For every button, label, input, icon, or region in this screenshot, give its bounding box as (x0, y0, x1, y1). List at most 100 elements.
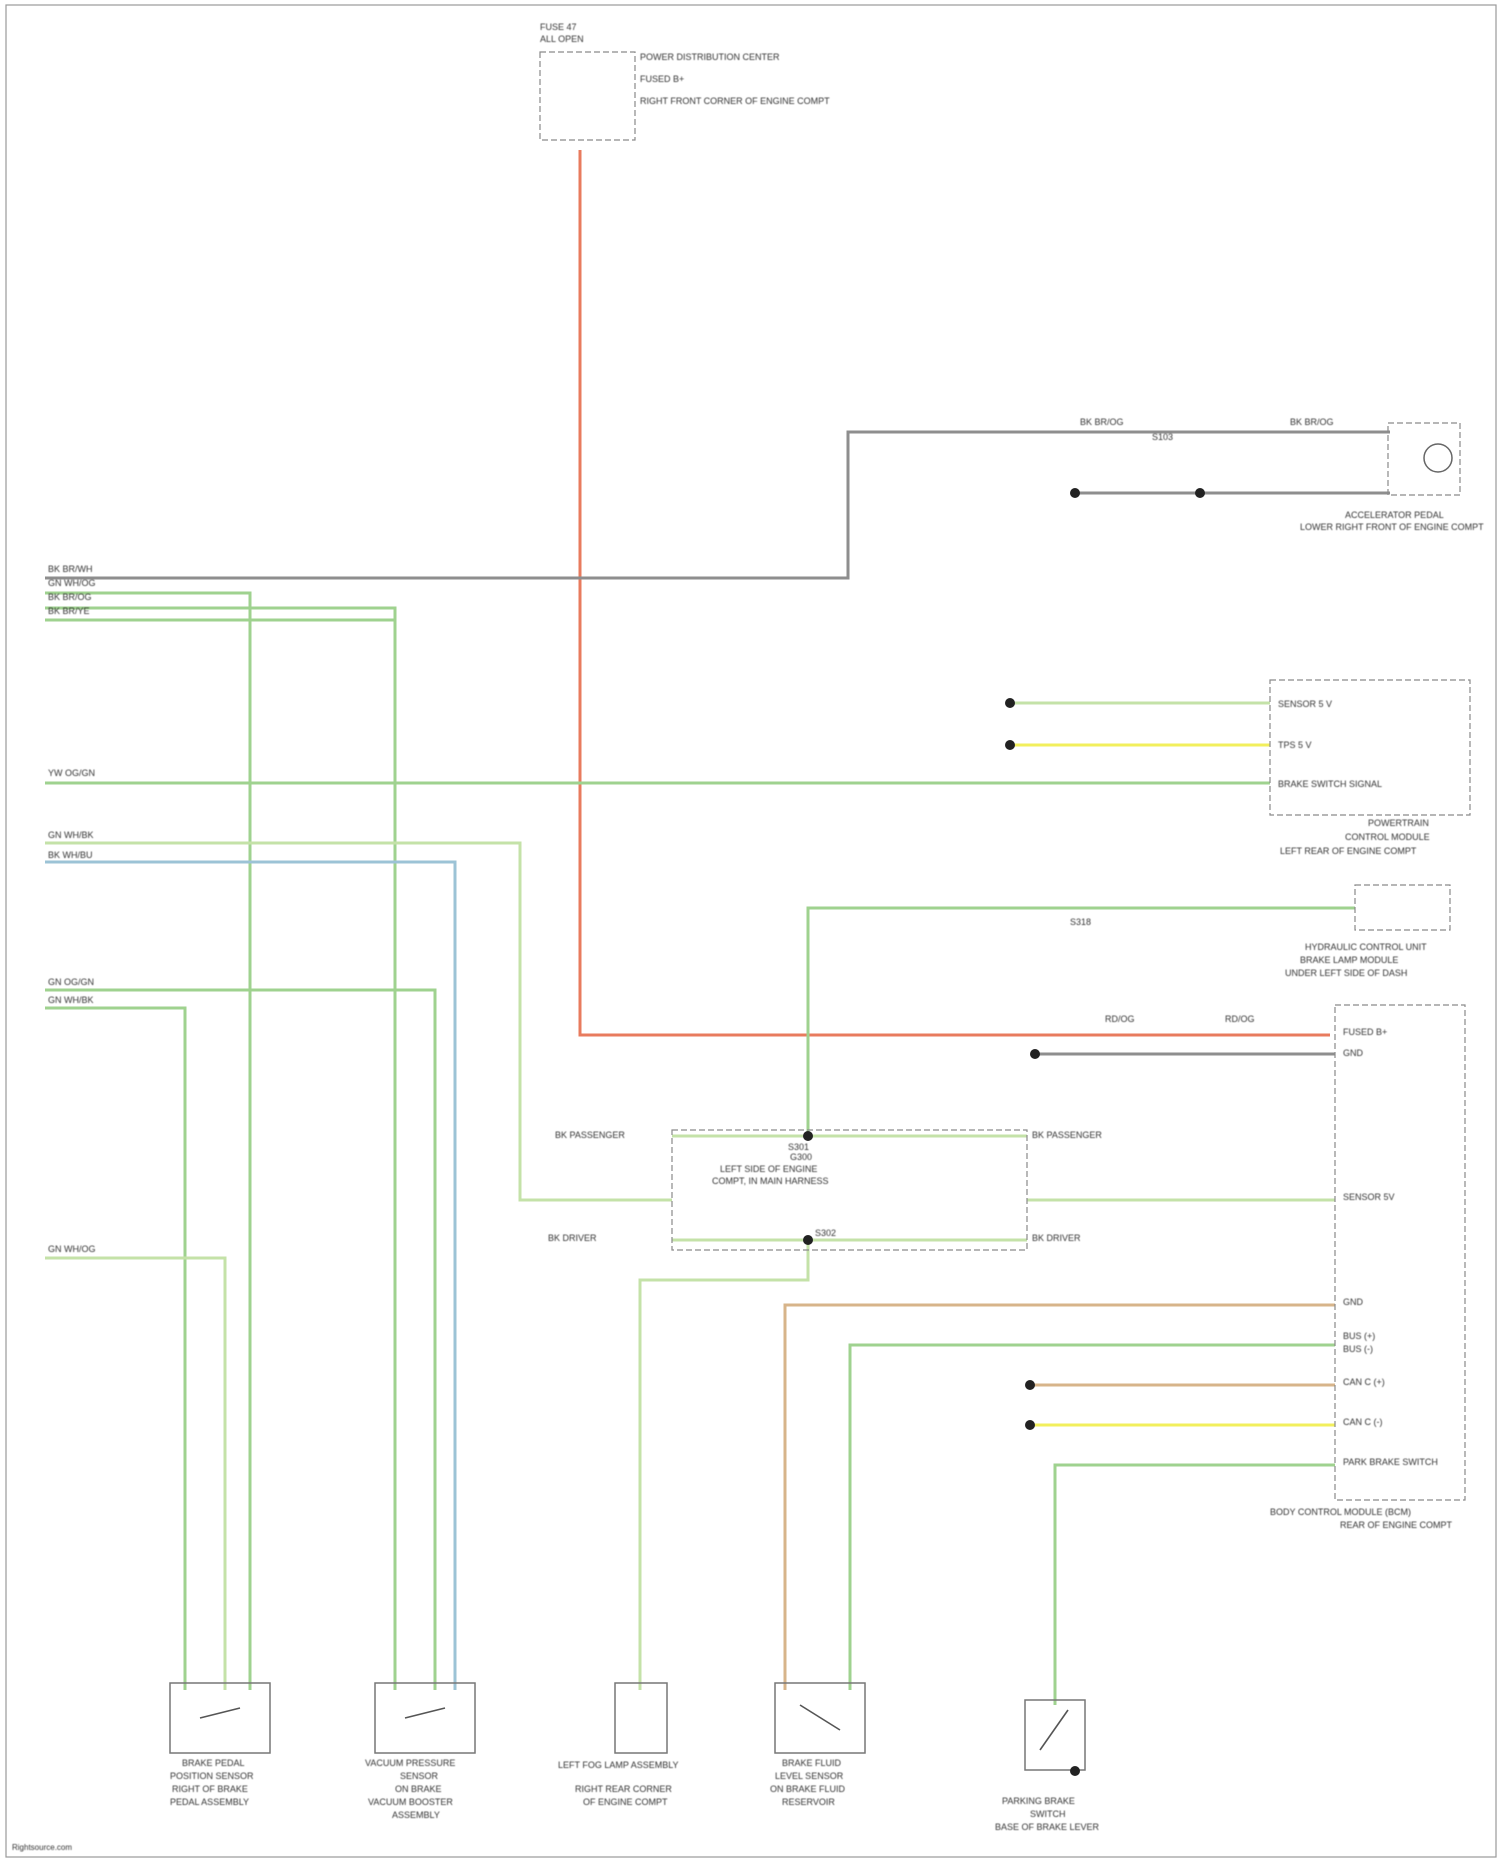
fuse-label-1: ALL OPEN (540, 34, 584, 44)
accel-label-0: ACCELERATOR PEDAL (1345, 510, 1444, 520)
bcm-pin-6: CAN C (+) (1343, 1377, 1385, 1387)
fuse-label-3: FUSED B+ (640, 74, 684, 84)
bpp-label-3: PEDAL ASSEMBLY (170, 1797, 249, 1807)
hcu-label-0: HYDRAULIC CONTROL UNIT (1305, 942, 1427, 952)
wire-light_green-18 (640, 1240, 808, 1690)
wire-green-12 (45, 990, 435, 1690)
wire-tan-20 (785, 1305, 1335, 1690)
bus-label-3: BK DRIVER (1032, 1233, 1081, 1243)
junction-label-0: G300 (790, 1152, 812, 1162)
harness-label-9: GN WH/OG (48, 1244, 96, 1254)
bcm-pin-4: BUS (+) (1343, 1331, 1375, 1341)
harness-label-1: GN WH/OG (48, 578, 96, 588)
fog-loc-1: OF ENGINE COMPT (583, 1797, 668, 1807)
harness-label-8: GN WH/BK (48, 995, 94, 1005)
hcu-label-2: UNDER LEFT SIDE OF DASH (1285, 968, 1407, 978)
vacuum-pressure-sensor-box (375, 1683, 475, 1753)
splice-dot (1030, 1049, 1040, 1059)
bcm-label-1: REAR OF ENGINE COMPT (1340, 1520, 1453, 1530)
ground-dot (1070, 1766, 1080, 1776)
harness-label-2: BK BR/OG (48, 592, 92, 602)
bus-label-2: BK DRIVER (548, 1233, 597, 1243)
power-label-0: RD/OG (1105, 1014, 1135, 1024)
pcm-pin-1: TPS 5 V (1278, 740, 1312, 750)
splice-dot (1070, 488, 1080, 498)
wire-gray-1 (45, 432, 1390, 578)
splice-label-3: S302 (815, 1228, 836, 1238)
junction-label-2: COMPT, IN MAIN HARNESS (712, 1176, 829, 1186)
parking-switch-contact (1040, 1710, 1068, 1750)
pcm-label-0: POWERTRAIN (1368, 818, 1429, 828)
bcm-pin-5: BUS (-) (1343, 1344, 1373, 1354)
splice-dot (803, 1131, 813, 1141)
brake-pedal-sensor-box (170, 1683, 270, 1753)
parking-brake-switch-box (1025, 1700, 1085, 1770)
bcm-pin-1: GND (1343, 1048, 1364, 1058)
bpp-label-0: BRAKE PEDAL (182, 1758, 245, 1768)
wire-light_green-10 (45, 843, 672, 1200)
accel-label-1: LOWER RIGHT FRONT OF ENGINE COMPT (1300, 522, 1484, 532)
left-fog-lamp-box (615, 1683, 667, 1753)
wire-green-15 (808, 908, 1355, 1136)
harness-label-0: BK BR/WH (48, 564, 93, 574)
brake-switch-contact (200, 1708, 240, 1718)
harness-label-7: GN OG/GN (48, 977, 94, 987)
bfl-label-2: ON BRAKE FLUID (770, 1784, 846, 1794)
splice-label-1: S318 (1070, 917, 1091, 927)
splice-dot (1025, 1420, 1035, 1430)
wire-red-0 (580, 150, 1330, 1035)
bus-label-0: BK PASSENGER (555, 1130, 625, 1140)
frame-border (6, 5, 1496, 1857)
vps-label-0: VACUUM PRESSURE (365, 1758, 455, 1768)
splice-dot (1005, 698, 1015, 708)
fuse-label-2: POWER DISTRIBUTION CENTER (640, 52, 780, 62)
fuse-label-4: RIGHT FRONT CORNER OF ENGINE COMPT (640, 96, 830, 106)
pcm-label-2: LEFT REAR OF ENGINE COMPT (1280, 846, 1417, 856)
vacuum-switch-contact (405, 1708, 445, 1718)
junction-label-1: LEFT SIDE OF ENGINE (720, 1164, 817, 1174)
bcm-label-0: BODY CONTROL MODULE (BCM) (1270, 1507, 1411, 1517)
accelerator-pedal-symbol (1424, 444, 1452, 472)
bcm-pin-7: CAN C (-) (1343, 1417, 1383, 1427)
harness-label-5: GN WH/BK (48, 830, 94, 840)
wire-green-21 (850, 1345, 1335, 1690)
power-label-1: RD/OG (1225, 1014, 1255, 1024)
splice-dot (1195, 488, 1205, 498)
pcm-pin-0: SENSOR 5 V (1278, 699, 1332, 709)
pbs-label-1: SWITCH (1030, 1809, 1066, 1819)
fluid-switch-contact (800, 1705, 840, 1730)
vps-label-2: ON BRAKE (395, 1784, 442, 1794)
watermark: Rightsource.com (12, 1843, 72, 1852)
harness-label-6: BK WH/BU (48, 850, 93, 860)
top-wire-label-1: BK BR/OG (1290, 417, 1334, 427)
bcm-pin-2: SENSOR 5V (1343, 1192, 1395, 1202)
hydraulic-control-unit-box (1355, 885, 1450, 930)
pbs-label-2: BASE OF BRAKE LEVER (995, 1822, 1100, 1832)
vps-label-3: VACUUM BOOSTER (368, 1797, 453, 1807)
ground-junction-box (672, 1130, 1027, 1250)
splice-dot (1005, 740, 1015, 750)
splice-label-2: S301 (788, 1142, 809, 1152)
vps-label-1: SENSOR (400, 1771, 439, 1781)
wire-green-13 (45, 1008, 185, 1690)
top-wire-label-0: BK BR/OG (1080, 417, 1124, 427)
bcm-pin-3: GND (1343, 1297, 1364, 1307)
bfl-label-0: BRAKE FLUID (782, 1758, 842, 1768)
harness-label-4: YW OG/GN (48, 768, 95, 778)
splice-dot (803, 1235, 813, 1245)
wire-light_green-14 (45, 1258, 225, 1690)
bus-label-1: BK PASSENGER (1032, 1130, 1102, 1140)
wires (45, 150, 1390, 1705)
bpp-label-2: RIGHT OF BRAKE (172, 1784, 248, 1794)
bfl-label-1: LEVEL SENSOR (775, 1771, 844, 1781)
fuse-block-box (540, 52, 635, 140)
pcm-pin-2: BRAKE SWITCH SIGNAL (1278, 779, 1382, 789)
splice-label-0: S103 (1152, 432, 1173, 442)
wire-green-4 (45, 593, 250, 1690)
fuse-label-0: FUSE 47 (540, 22, 577, 32)
bcm-pin-8: PARK BRAKE SWITCH (1343, 1457, 1438, 1467)
hcu-label-1: BRAKE LAMP MODULE (1300, 955, 1398, 965)
fog-loc-0: RIGHT REAR CORNER (575, 1784, 672, 1794)
vps-label-4: ASSEMBLY (392, 1810, 440, 1820)
